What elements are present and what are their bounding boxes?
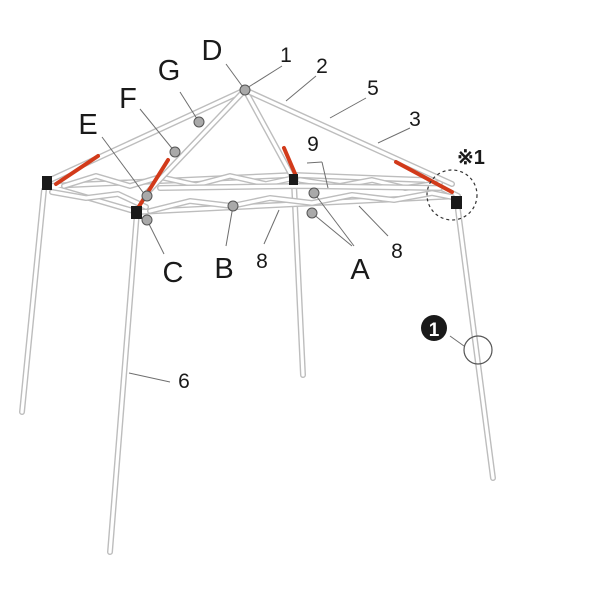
label-a: A bbox=[350, 254, 370, 286]
label-c: C bbox=[163, 257, 184, 289]
eave-trusses bbox=[45, 172, 461, 215]
strap-front bbox=[136, 158, 170, 210]
label-8-right: 8 bbox=[391, 240, 403, 263]
note-reference: ※1 bbox=[457, 147, 485, 169]
hub-a-lower bbox=[306, 207, 318, 219]
leader-lines bbox=[101, 63, 411, 383]
label-e: E bbox=[78, 109, 97, 141]
hub-e bbox=[141, 190, 153, 202]
strap-left bbox=[54, 154, 100, 186]
strap-back bbox=[282, 146, 298, 178]
detail-dashed-circle bbox=[426, 169, 478, 221]
label-f: F bbox=[119, 83, 137, 115]
legs bbox=[19, 181, 496, 555]
label-8-left: 8 bbox=[256, 250, 268, 273]
corner-bracket-front bbox=[131, 206, 142, 219]
callout-labels: D G F E C B A 1 2 5 3 9 8 8 6 ※1 bbox=[78, 35, 485, 393]
label-6: 6 bbox=[178, 370, 190, 393]
label-3: 3 bbox=[409, 108, 421, 131]
label-5: 5 bbox=[367, 77, 379, 100]
label-9: 9 bbox=[307, 133, 319, 156]
hub-a-upper bbox=[308, 187, 320, 199]
hub-b bbox=[227, 200, 239, 212]
hub-f bbox=[169, 146, 181, 158]
label-b: B bbox=[214, 253, 233, 285]
detail-circle-icon bbox=[463, 335, 493, 365]
corner-bracket-right bbox=[451, 196, 462, 209]
label-2: 2 bbox=[316, 55, 328, 78]
circled-number-icon: 1 bbox=[421, 315, 447, 341]
corner-brackets bbox=[42, 174, 462, 219]
hub-d bbox=[239, 84, 251, 96]
corner-bracket-back bbox=[289, 174, 298, 185]
strap-right bbox=[394, 160, 454, 194]
hub-g bbox=[193, 116, 205, 128]
label-1: 1 bbox=[280, 44, 292, 67]
straps bbox=[54, 146, 454, 210]
hubs bbox=[141, 84, 320, 226]
label-g: G bbox=[158, 55, 181, 87]
corner-bracket-left bbox=[42, 176, 52, 190]
label-d: D bbox=[202, 35, 223, 67]
detail-badge-number: 1 bbox=[429, 320, 440, 341]
hub-c bbox=[141, 214, 153, 226]
